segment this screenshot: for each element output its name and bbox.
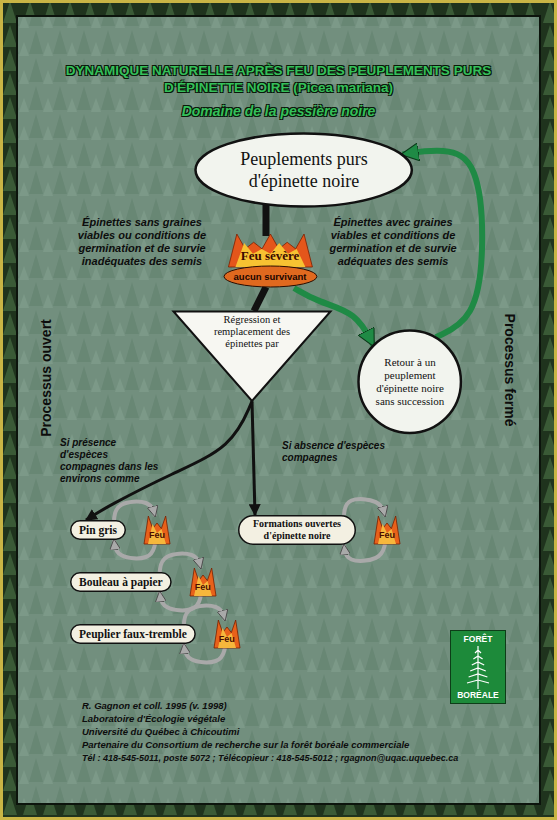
text-block: Feu sévère aucun survivant	[234, 248, 307, 284]
flame-outer	[144, 516, 170, 544]
text-block: Pin gris	[79, 523, 117, 537]
credit-line-holder: Partenaire du Consortium de recherche su…	[82, 739, 409, 751]
inner-panel	[17, 16, 540, 804]
fire-icon: Feu	[190, 568, 216, 596]
fire-label: Feu sévère	[241, 248, 300, 263]
flow-connector	[254, 287, 266, 311]
branch-condition-holder: Si présence d'espèces compagnes dans les…	[60, 437, 166, 485]
panel-texture	[18, 17, 539, 803]
flame-inner	[378, 524, 396, 544]
flame-inner	[148, 524, 166, 544]
condition-note-holder: Épinettes sans graines viables ou condit…	[66, 216, 218, 268]
fire-label: aucun survivant	[234, 269, 307, 284]
flame-inner	[194, 576, 212, 596]
return-circle: Retour à un peuplement d'épinette noire …	[357, 329, 462, 434]
flame-inner	[235, 243, 305, 267]
logo-square	[451, 631, 506, 704]
branch-condition: Si présence d'espèces compagnes dans les…	[60, 437, 166, 485]
pill-shape	[71, 573, 171, 592]
flow-connector	[86, 401, 252, 520]
flow-connector	[344, 544, 385, 561]
logo-text: FORÊT	[464, 634, 493, 644]
condition-note: Épinettes avec graines viables et condit…	[322, 216, 464, 268]
process-label: Processus ouvert	[38, 319, 54, 437]
credit-line: Tél : 418-545-5011, poste 5072 ; Télécop…	[82, 752, 458, 764]
credit-line-holder: Laboratoire d'Écologie végétale	[82, 713, 225, 725]
circle-shape	[359, 331, 461, 433]
branch-condition-holder: Si absence d'espèces compagnes	[282, 440, 392, 464]
stand-ellipse: Peuplements purs d'épinette noire	[194, 132, 413, 208]
species-label: Formations ouvertes d'épinette noire	[247, 518, 347, 542]
species-pill: Pin gris	[70, 520, 126, 540]
ellipse-shape	[196, 134, 412, 207]
pill-shape	[239, 516, 356, 545]
condition-note: Épinettes sans graines viables ou condit…	[66, 216, 218, 268]
poster-title: DYNAMIQUE NATURELLE APRÈS FEU DES PEUPLE…	[30, 62, 527, 96]
flame-outer	[190, 568, 216, 596]
text-block: Feu	[219, 634, 235, 645]
regression-label: Régression et remplacement des épinettes…	[213, 314, 291, 350]
stand-ellipse-outline	[194, 132, 413, 208]
condition-note-holder: Épinettes avec graines viables et condit…	[322, 216, 464, 268]
species-label: Pin gris	[79, 523, 117, 537]
severe-fire: Feu sévère aucun survivant	[224, 234, 317, 288]
species-pill: Peuplier faux-tremble	[70, 624, 196, 644]
pill-shape	[71, 521, 126, 540]
flame-inner	[218, 628, 236, 648]
flow-connector	[262, 205, 269, 236]
survivor-ellipse	[224, 266, 317, 287]
text-block: Feu	[195, 582, 211, 593]
flame-outer	[228, 234, 312, 267]
text-block: FORÊT BORÉALE	[450, 630, 506, 704]
credit-line-holder: R. Gagnon et coll. 1995 (v. 1998)	[82, 700, 227, 712]
text-block: Peuplier faux-tremble	[79, 627, 187, 641]
text-block: Retour à un peuplement d'épinette noire …	[370, 356, 450, 408]
text-block: Formations ouvertes d'épinette noire	[247, 518, 347, 542]
species-label: Peuplier faux-tremble	[79, 627, 187, 641]
credit-line: Partenaire du Consortium de recherche su…	[82, 739, 409, 751]
text-block: Régression et remplacement des épinettes…	[213, 314, 291, 350]
fire-icon: Feu	[214, 620, 240, 648]
fire-icon: Feu	[374, 516, 400, 544]
flow-connector	[344, 499, 385, 516]
logo-tree	[467, 646, 489, 689]
regression-triangle: Régression et remplacement des épinettes…	[172, 310, 332, 402]
credit-line: Laboratoire d'Écologie végétale	[82, 713, 225, 725]
logo-badge: FORÊT BORÉALE	[450, 630, 506, 704]
text-block: Peuplements purs d'épinette noire	[231, 148, 377, 192]
subtitle: Domaine de la pessière noire	[30, 102, 527, 120]
flame-outer	[214, 620, 240, 648]
species-pill: Formations ouvertes d'épinette noire	[238, 515, 356, 545]
process-label: Processus fermé	[502, 314, 518, 427]
fire-icon: Feu	[144, 516, 170, 544]
flame-outer	[374, 516, 400, 544]
text-block: Bouleau à papier	[79, 575, 163, 589]
credit-line-holder: Université du Québec à Chicoutimi	[82, 726, 239, 738]
fire-label: Feu	[149, 530, 165, 541]
branch-condition: Si absence d'espèces compagnes	[282, 440, 392, 464]
text-block: Feu	[149, 530, 165, 541]
logo-text: BORÉALE	[457, 690, 499, 700]
stand-label: Peuplements purs d'épinette noire	[231, 148, 377, 192]
triangle-shape	[174, 312, 331, 401]
credit-line: Université du Québec à Chicoutimi	[82, 726, 239, 738]
title-block: DYNAMIQUE NATURELLE APRÈS FEU DES PEUPLE…	[30, 62, 527, 96]
species-pill: Bouleau à papier	[70, 572, 172, 592]
fire-label: Feu	[195, 582, 211, 593]
fire-label: Feu	[379, 530, 395, 541]
subtitle-holder: Domaine de la pessière noire	[30, 102, 527, 120]
text-block: Feu	[379, 530, 395, 541]
species-label: Bouleau à papier	[79, 575, 163, 589]
flow-connector	[252, 401, 255, 515]
pill-shape	[71, 625, 195, 644]
credit-line: R. Gagnon et coll. 1995 (v. 1998)	[82, 700, 227, 712]
return-label: Retour à un peuplement d'épinette noire …	[370, 356, 450, 408]
fire-label: Feu	[219, 634, 235, 645]
credit-line-holder: Tél : 418-545-5011, poste 5072 ; Télécop…	[82, 752, 458, 764]
